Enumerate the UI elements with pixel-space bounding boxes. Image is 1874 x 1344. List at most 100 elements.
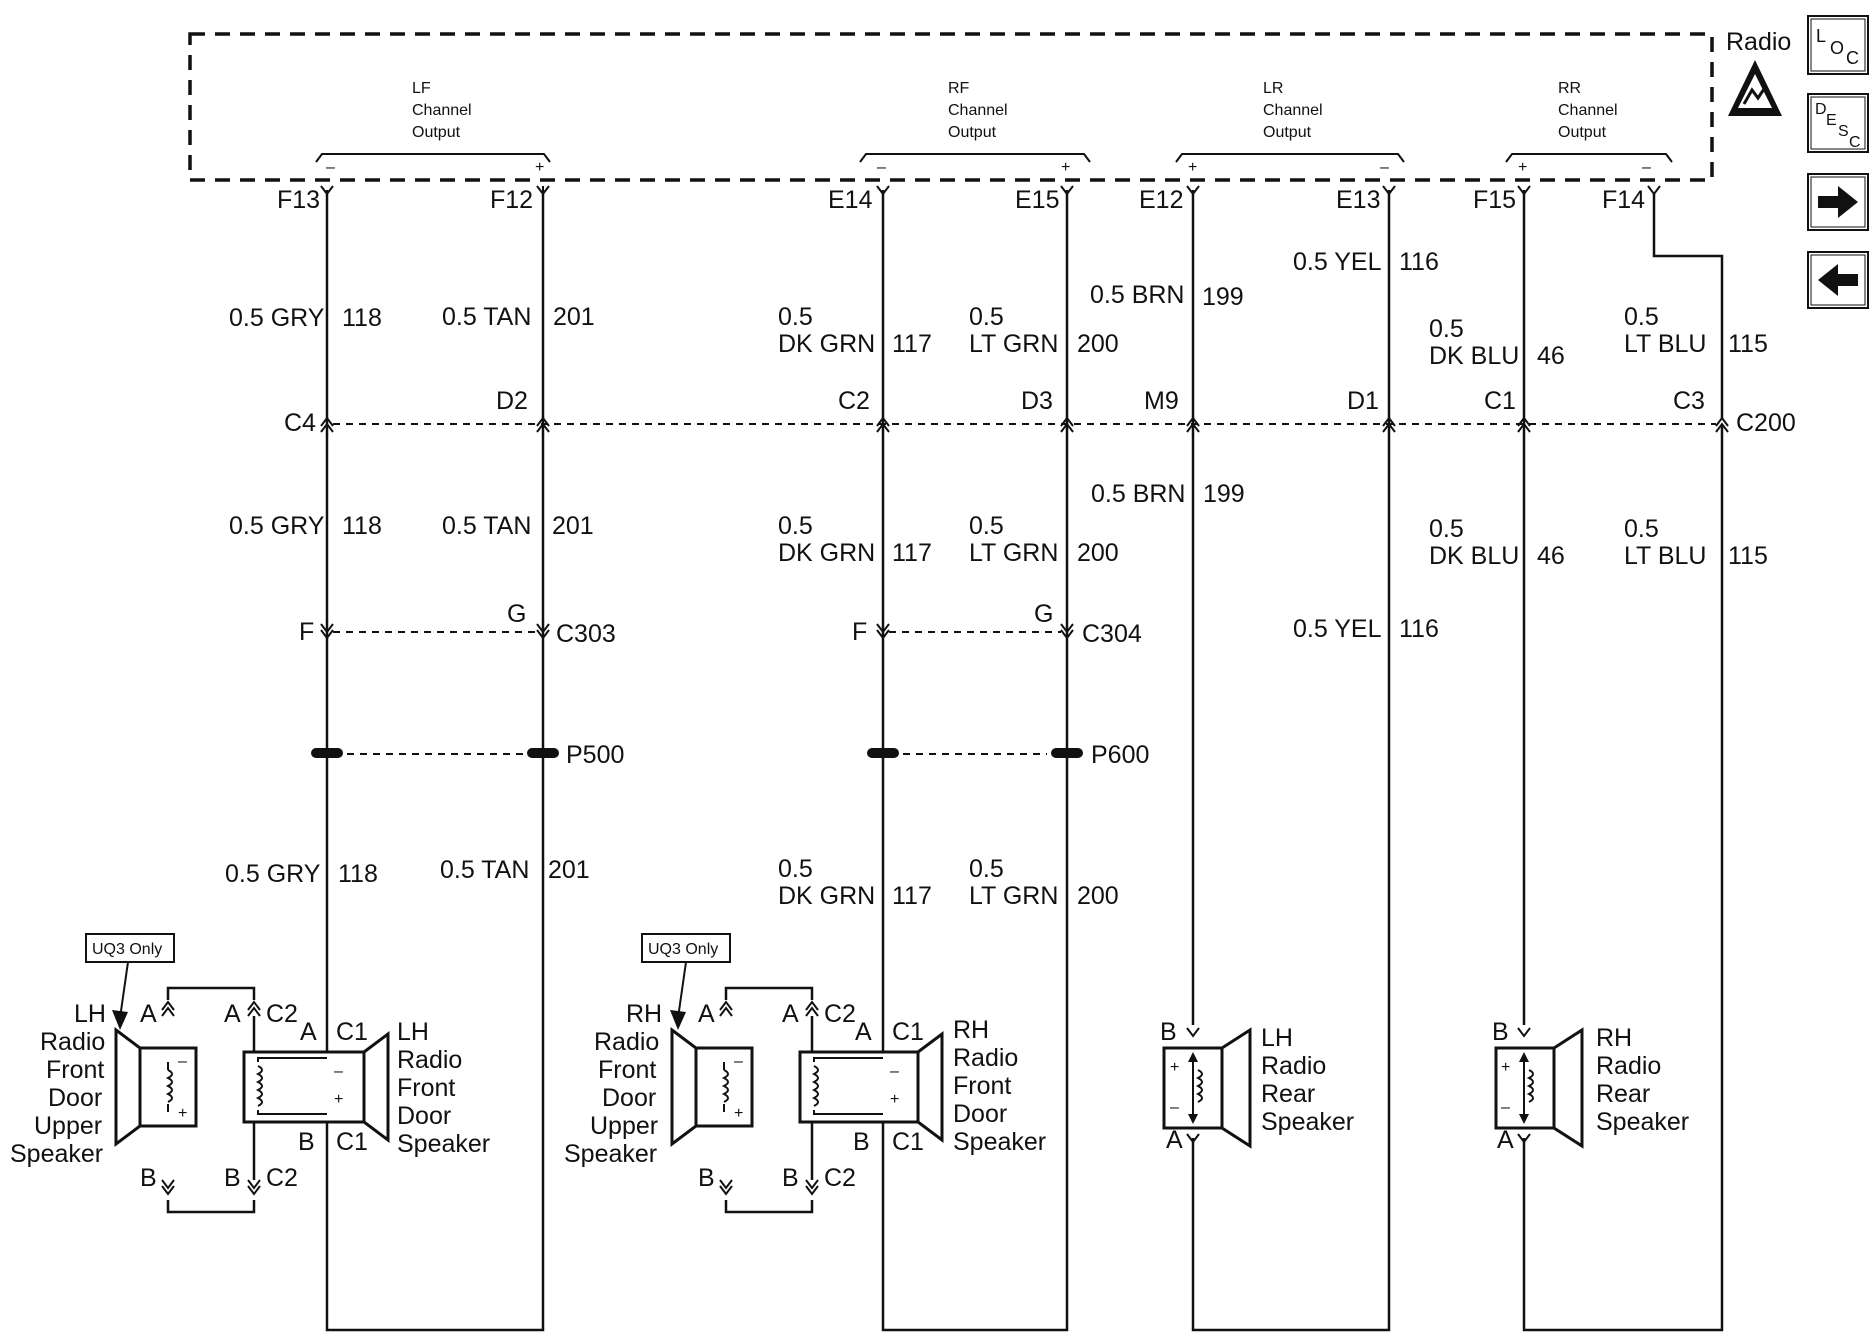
svg-text:Radio: Radio bbox=[1261, 1052, 1326, 1080]
svg-text:A: A bbox=[855, 1018, 872, 1046]
svg-text:B: B bbox=[1160, 1018, 1177, 1046]
svg-text:118: 118 bbox=[342, 512, 382, 540]
rr-channel-label: RR Channel Output bbox=[1558, 80, 1618, 141]
svg-text:117: 117 bbox=[892, 882, 932, 910]
svg-text:B: B bbox=[698, 1164, 715, 1192]
svg-text:DK GRN: DK GRN bbox=[778, 539, 875, 567]
svg-text:C303: C303 bbox=[556, 620, 616, 648]
svg-text:Door: Door bbox=[953, 1100, 1007, 1128]
svg-text:+: + bbox=[1061, 159, 1070, 176]
svg-text:0.5 YEL: 0.5 YEL bbox=[1293, 248, 1382, 276]
svg-text:Radio: Radio bbox=[397, 1046, 462, 1074]
svg-text:0.5 BRN: 0.5 BRN bbox=[1090, 281, 1184, 309]
svg-text:Channel: Channel bbox=[1558, 102, 1618, 119]
svg-text:Radio: Radio bbox=[594, 1028, 659, 1056]
svg-text:0.5 TAN: 0.5 TAN bbox=[442, 512, 531, 540]
svg-text:199: 199 bbox=[1203, 480, 1245, 508]
c304-connector: F G C304 bbox=[852, 600, 1142, 648]
svg-text:+: + bbox=[1170, 1059, 1179, 1076]
svg-text:P500: P500 bbox=[566, 741, 624, 769]
svg-text:117: 117 bbox=[892, 330, 932, 358]
rh-rear-speaker: + – B A RH Radio Rear Speaker bbox=[1492, 1018, 1689, 1154]
svg-text:A: A bbox=[224, 1000, 241, 1028]
svg-text:+: + bbox=[734, 1105, 743, 1122]
svg-text:Speaker: Speaker bbox=[953, 1128, 1046, 1156]
svg-text:A: A bbox=[782, 1000, 799, 1028]
svg-text:0.5: 0.5 bbox=[1429, 315, 1464, 343]
svg-text:115: 115 bbox=[1728, 330, 1768, 358]
svg-text:+: + bbox=[1501, 1059, 1510, 1076]
desc-button[interactable]: D E S C bbox=[1807, 93, 1869, 153]
svg-text:P600: P600 bbox=[1091, 741, 1149, 769]
svg-text:–: – bbox=[877, 159, 886, 176]
loc-button[interactable]: L O C bbox=[1807, 15, 1869, 75]
rh-front-door-upper-speaker: – + A B A C2 B C2 RH Radio Front Door Up… bbox=[564, 1000, 856, 1196]
svg-text:Front: Front bbox=[953, 1072, 1011, 1100]
c200-connector: C4 D2 C2 D3 M9 D1 C1 C3 C200 bbox=[284, 387, 1796, 437]
p600-passthrough: P600 bbox=[867, 741, 1149, 769]
svg-text:G: G bbox=[507, 600, 526, 628]
svg-text:A: A bbox=[1497, 1126, 1514, 1154]
lh-front-door-upper-speaker: – + A B A C2 B C2 LH Radio Front Door Up… bbox=[10, 1000, 298, 1196]
svg-text:F: F bbox=[852, 618, 867, 646]
svg-text:0.5 TAN: 0.5 TAN bbox=[442, 303, 531, 331]
svg-text:117: 117 bbox=[892, 539, 932, 567]
wire-labels-low: 0.5 GRY 118 0.5 TAN 201 0.5 DK GRN 117 0… bbox=[225, 855, 1119, 910]
svg-text:B: B bbox=[140, 1164, 157, 1192]
svg-text:A: A bbox=[140, 1000, 157, 1028]
svg-text:C1: C1 bbox=[892, 1128, 924, 1156]
svg-text:0.5: 0.5 bbox=[778, 855, 813, 883]
svg-text:DK BLU: DK BLU bbox=[1429, 542, 1519, 570]
svg-text:118: 118 bbox=[342, 304, 382, 332]
svg-text:Door: Door bbox=[397, 1102, 451, 1130]
c303-connector: F G C303 bbox=[299, 600, 616, 648]
svg-text:O: O bbox=[1830, 38, 1844, 58]
c200-pin-c2: C2 bbox=[838, 387, 870, 415]
svg-text:C2: C2 bbox=[266, 1000, 298, 1028]
c200-pin-c4: C4 bbox=[284, 409, 316, 437]
c200-pin-d3: D3 bbox=[1021, 387, 1053, 415]
svg-text:LH: LH bbox=[1261, 1024, 1293, 1052]
svg-text:Door: Door bbox=[602, 1084, 656, 1112]
svg-text:0.5 TAN: 0.5 TAN bbox=[440, 856, 529, 884]
svg-text:Front: Front bbox=[598, 1056, 656, 1084]
svg-text:S: S bbox=[1838, 123, 1849, 140]
svg-text:F: F bbox=[299, 618, 314, 646]
svg-text:0.5: 0.5 bbox=[1429, 515, 1464, 543]
svg-text:46: 46 bbox=[1537, 542, 1565, 570]
c200-pin-c1: C1 bbox=[1484, 387, 1516, 415]
c200-pin-m9: M9 bbox=[1144, 387, 1179, 415]
lf-channel-label: LF Channel Output bbox=[412, 80, 472, 141]
svg-text:A: A bbox=[300, 1018, 317, 1046]
svg-text:E: E bbox=[1826, 112, 1837, 129]
svg-text:Output: Output bbox=[1263, 124, 1312, 141]
svg-text:0.5 GRY: 0.5 GRY bbox=[229, 304, 325, 332]
svg-text:L: L bbox=[1816, 26, 1826, 46]
svg-text:RR: RR bbox=[1558, 80, 1581, 97]
svg-text:201: 201 bbox=[552, 512, 594, 540]
svg-text:Upper: Upper bbox=[590, 1112, 658, 1140]
svg-text:UQ3 Only: UQ3 Only bbox=[92, 941, 162, 958]
svg-text:–: – bbox=[1642, 159, 1651, 176]
prev-page-button[interactable] bbox=[1807, 251, 1869, 309]
svg-text:UQ3 Only: UQ3 Only bbox=[648, 941, 718, 958]
svg-text:C304: C304 bbox=[1082, 620, 1142, 648]
next-page-button[interactable] bbox=[1807, 173, 1869, 231]
svg-text:Channel: Channel bbox=[1263, 102, 1323, 119]
svg-text:C: C bbox=[1846, 48, 1859, 68]
svg-text:Channel: Channel bbox=[412, 102, 472, 119]
svg-text:200: 200 bbox=[1077, 539, 1119, 567]
svg-text:–: – bbox=[1380, 159, 1389, 176]
svg-text:+: + bbox=[334, 1091, 343, 1108]
svg-text:+: + bbox=[1188, 159, 1197, 176]
svg-text:0.5 GRY: 0.5 GRY bbox=[225, 860, 321, 888]
svg-text:Radio: Radio bbox=[40, 1028, 105, 1056]
rf-channel-label: RF Channel Output bbox=[948, 80, 1008, 141]
pin-f13: F13 bbox=[277, 186, 320, 214]
svg-text:LT BLU: LT BLU bbox=[1624, 330, 1706, 358]
arrow-right-icon bbox=[1818, 186, 1858, 218]
pin-f15: F15 bbox=[1473, 186, 1516, 214]
svg-text:46: 46 bbox=[1537, 342, 1565, 370]
svg-text:0.5: 0.5 bbox=[969, 512, 1004, 540]
svg-text:Speaker: Speaker bbox=[1596, 1108, 1689, 1136]
